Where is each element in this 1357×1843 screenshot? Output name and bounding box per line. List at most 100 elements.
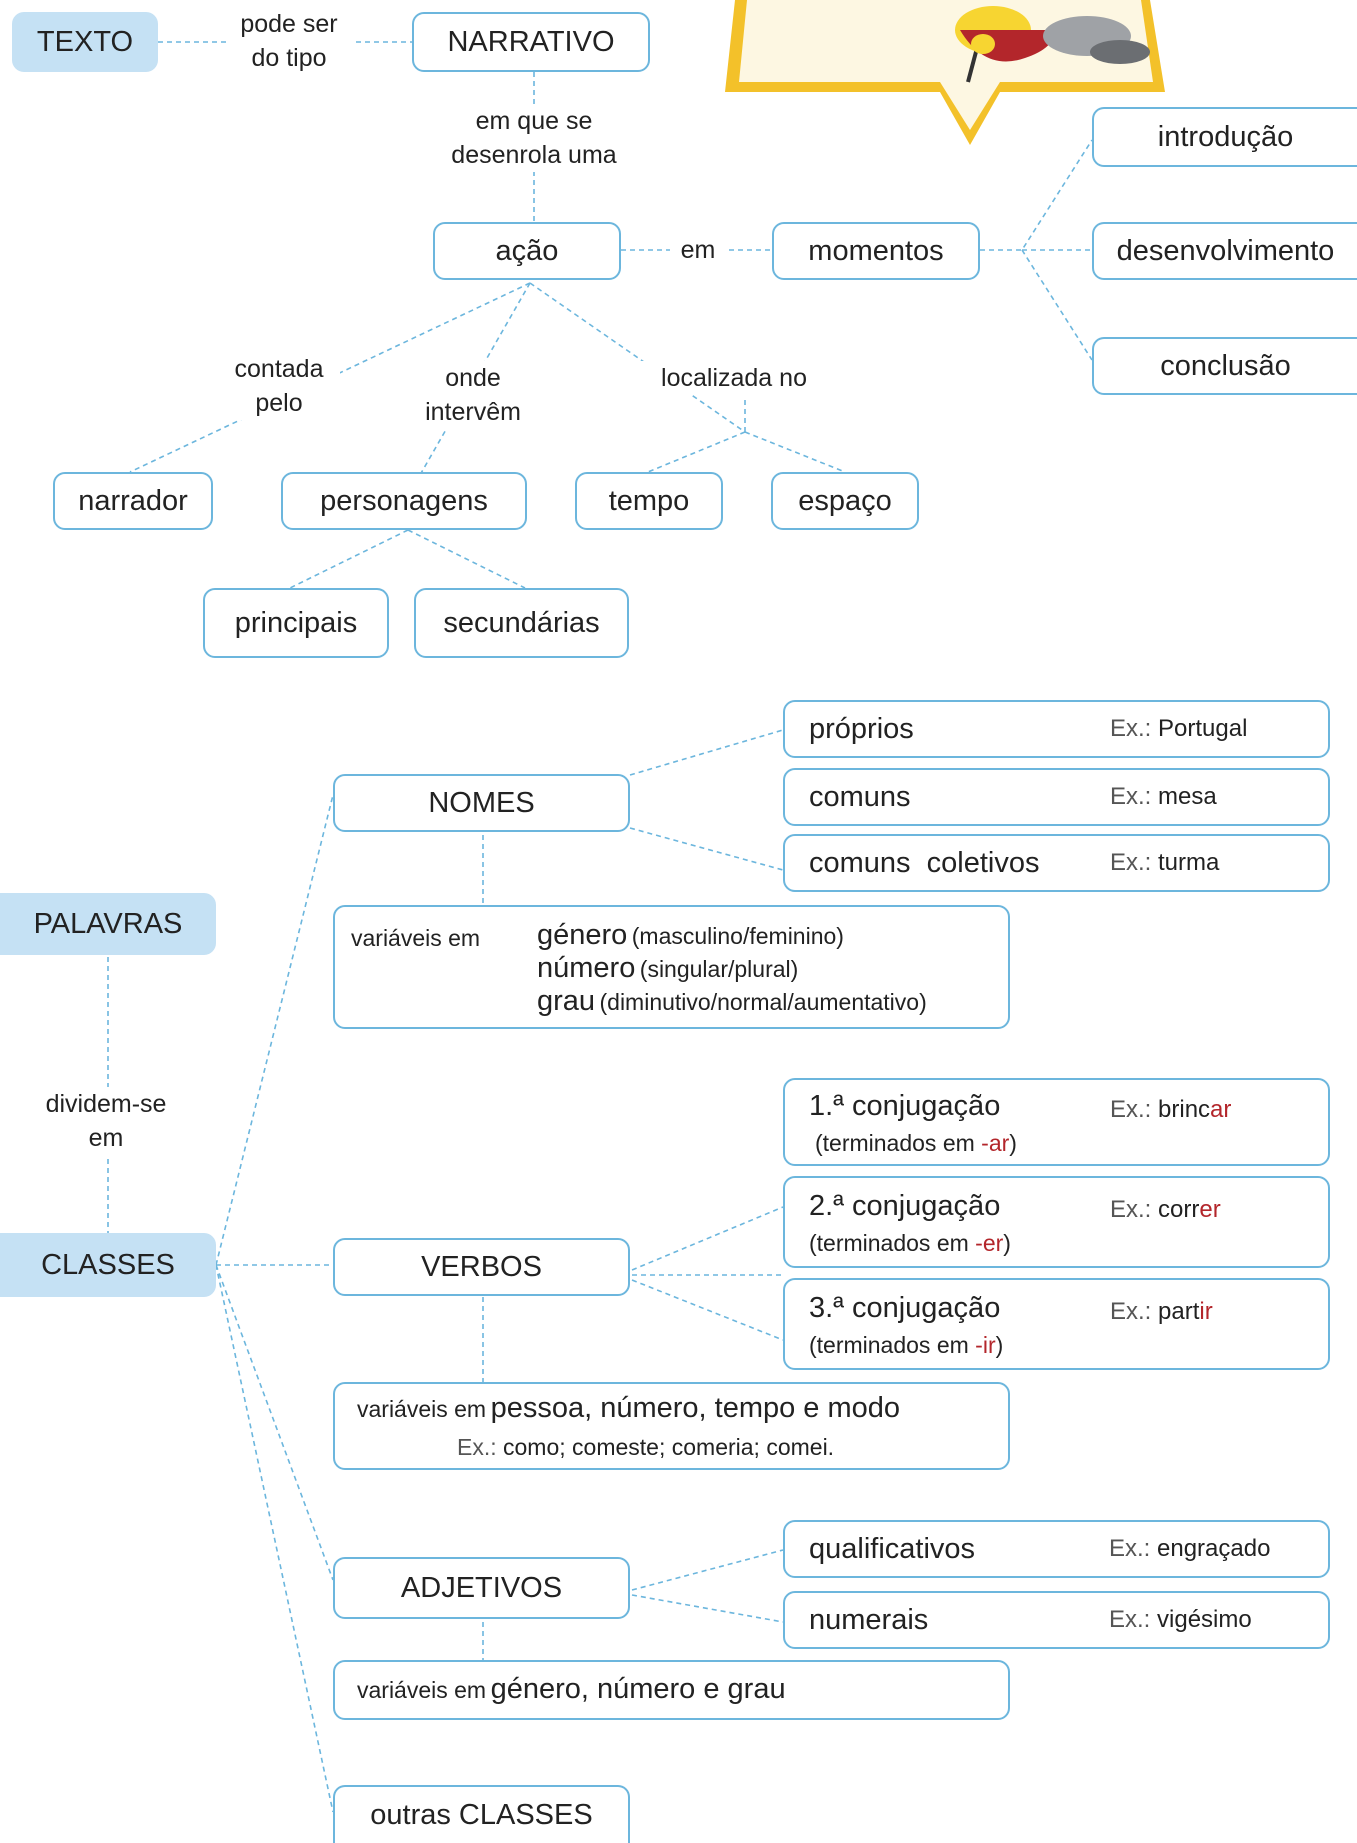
momentos-node: momentos (772, 222, 980, 280)
qualificativos-example-value: engraçado (1157, 1535, 1271, 1562)
conj1-sub-a: (terminados em (815, 1130, 982, 1156)
link-contada: contada pelo (218, 352, 340, 420)
link-dividem-line1: dividem-se (45, 1090, 167, 1118)
narrador-node: narrador (53, 472, 213, 530)
conj1-sub-c: ) (1009, 1130, 1017, 1156)
conj3-sub-b: -ir (975, 1332, 996, 1358)
numerais-label: numerais (809, 1603, 929, 1636)
coletivos-node: comuns coletivos Ex.: turma (783, 834, 1330, 892)
conj2-example-b: er (1199, 1196, 1221, 1223)
grau-label: grau (537, 985, 596, 1017)
qualificativos-node: qualificativos Ex.: engraçado (783, 1520, 1330, 1578)
conj2-example: Ex.: correr (1110, 1196, 1221, 1224)
numerais-example: Ex.: vigésimo (1109, 1606, 1252, 1634)
conj2-example-key: Ex.: (1110, 1196, 1152, 1223)
adjetivos-variaveis-line: variáveis em género, número e grau (357, 1673, 786, 1706)
conj3-node: 3.ª conjugação (terminados em -ir) Ex.: … (783, 1278, 1330, 1370)
link-desenrola-line2: desenrola uma (451, 141, 617, 169)
coletivos-example: Ex.: turma (1110, 849, 1219, 877)
espaco-node: espaço (771, 472, 919, 530)
nomes-variaveis-label: variáveis em (351, 925, 481, 951)
link-onde: onde intervêm (410, 361, 536, 429)
conj2-sub-a: (terminados em (809, 1230, 976, 1256)
conj3-sub-a: (terminados em (809, 1332, 976, 1358)
verbos-variaveis-line: variáveis em pessoa, número, tempo e mod… (357, 1392, 900, 1425)
conj2-sub: (terminados em -er) (809, 1230, 1011, 1257)
introducao-node: introdução (1092, 107, 1357, 167)
conj2-example-a: corr (1158, 1196, 1200, 1223)
link-contada-line2: pelo (255, 389, 303, 417)
coletivos-example-key: Ex.: (1110, 849, 1152, 876)
conj3-example-b: ir (1199, 1298, 1213, 1325)
verbos-example-key: Ex.: (457, 1434, 497, 1460)
nomes-variaveis-box: variáveis em género (masculino/feminino)… (333, 905, 1010, 1029)
conj3-example-key: Ex.: (1110, 1298, 1152, 1325)
tempo-node: tempo (575, 472, 723, 530)
secundarias-node: secundárias (414, 588, 629, 658)
link-pode-ser: pode ser do tipo (226, 7, 352, 75)
proprios-example: Ex.: Portugal (1110, 715, 1247, 743)
link-dividem: dividem-se em (30, 1087, 182, 1155)
book-illustration (725, 0, 1165, 145)
classes-node: CLASSES (0, 1233, 216, 1297)
link-contada-line1: contada (234, 355, 324, 383)
link-desenrola-line1: em que se (475, 107, 593, 135)
comuns-example-value: mesa (1158, 783, 1217, 810)
proprios-example-value: Portugal (1158, 715, 1248, 742)
comuns-label: comuns (809, 780, 911, 813)
texto-node: TEXTO (12, 12, 158, 72)
numero-note: (singular/plural) (639, 956, 799, 982)
conj2-node: 2.ª conjugação (terminados em -er) Ex.: … (783, 1176, 1330, 1268)
narrativo-node: NARRATIVO (412, 12, 650, 72)
proprios-label: próprios (809, 712, 914, 745)
conj1-example: Ex.: brincar (1110, 1096, 1231, 1124)
proprios-example-key: Ex.: (1110, 715, 1152, 742)
genero-label: género (537, 919, 628, 951)
verbos-variaveis-value: pessoa, número, tempo e modo (490, 1392, 901, 1424)
conj1-example-b: ar (1210, 1096, 1232, 1123)
coletivos-example-value: turma (1158, 849, 1220, 876)
comuns-example-key: Ex.: (1110, 783, 1152, 810)
conj1-label: 1.ª conjugação (809, 1090, 1001, 1122)
link-dividem-line2: em (88, 1124, 124, 1152)
qualificativos-label: qualificativos (809, 1532, 976, 1565)
nomes-numero-line: número (singular/plural) (537, 952, 798, 985)
principais-node: principais (203, 588, 389, 658)
nomes-grau-line: grau (diminutivo/normal/aumentativo) (537, 985, 927, 1018)
adjetivos-variaveis-value: género, número e grau (490, 1673, 786, 1705)
conclusao-node: conclusão (1092, 337, 1357, 395)
conj1-node: 1.ª conjugação (terminados em -ar) Ex.: … (783, 1078, 1330, 1166)
palavras-node: PALAVRAS (0, 893, 216, 955)
link-onde-line2: intervêm (425, 398, 521, 426)
conj1-sub-b: -ar (981, 1130, 1010, 1156)
conj2-label: 2.ª conjugação (809, 1190, 1001, 1222)
conj3-sub-c: ) (995, 1332, 1004, 1358)
outras-classes-node: outras CLASSES (333, 1785, 630, 1843)
conj1-example-key: Ex.: (1110, 1096, 1152, 1123)
verbos-node: VERBOS (333, 1238, 630, 1296)
adjetivos-node: ADJETIVOS (333, 1557, 630, 1619)
conj3-label: 3.ª conjugação (809, 1292, 1001, 1324)
desenvolvimento-node: desenvolvimento (1092, 222, 1357, 280)
verbos-example-value: como; comeste; comeria; comei. (503, 1434, 835, 1460)
conj3-sub: (terminados em -ir) (809, 1332, 1003, 1359)
link-em: em (670, 233, 726, 267)
link-localizada: localizada no (640, 361, 828, 395)
numerais-node: numerais Ex.: vigésimo (783, 1591, 1330, 1649)
numerais-example-key: Ex.: (1109, 1606, 1151, 1633)
numero-label: número (537, 952, 636, 984)
grau-note: (diminutivo/normal/aumentativo) (599, 989, 927, 1015)
personagens-node: personagens (281, 472, 527, 530)
coletivos-label: comuns coletivos (809, 846, 1040, 879)
verbos-variaveis-box: variáveis em pessoa, número, tempo e mod… (333, 1382, 1010, 1470)
numerais-example-value: vigésimo (1157, 1606, 1252, 1633)
verbos-example: Ex.: como; comeste; comeria; comei. (457, 1434, 834, 1461)
proprios-node: próprios Ex.: Portugal (783, 700, 1330, 758)
conj1-example-a: brinc (1158, 1096, 1211, 1123)
link-onde-line1: onde (445, 364, 501, 392)
link-desenrola: em que se desenrola uma (440, 104, 628, 172)
link-pode-ser-line2: do tipo (251, 44, 327, 72)
conj2-sub-b: -er (975, 1230, 1004, 1256)
acao-node: ação (433, 222, 621, 280)
